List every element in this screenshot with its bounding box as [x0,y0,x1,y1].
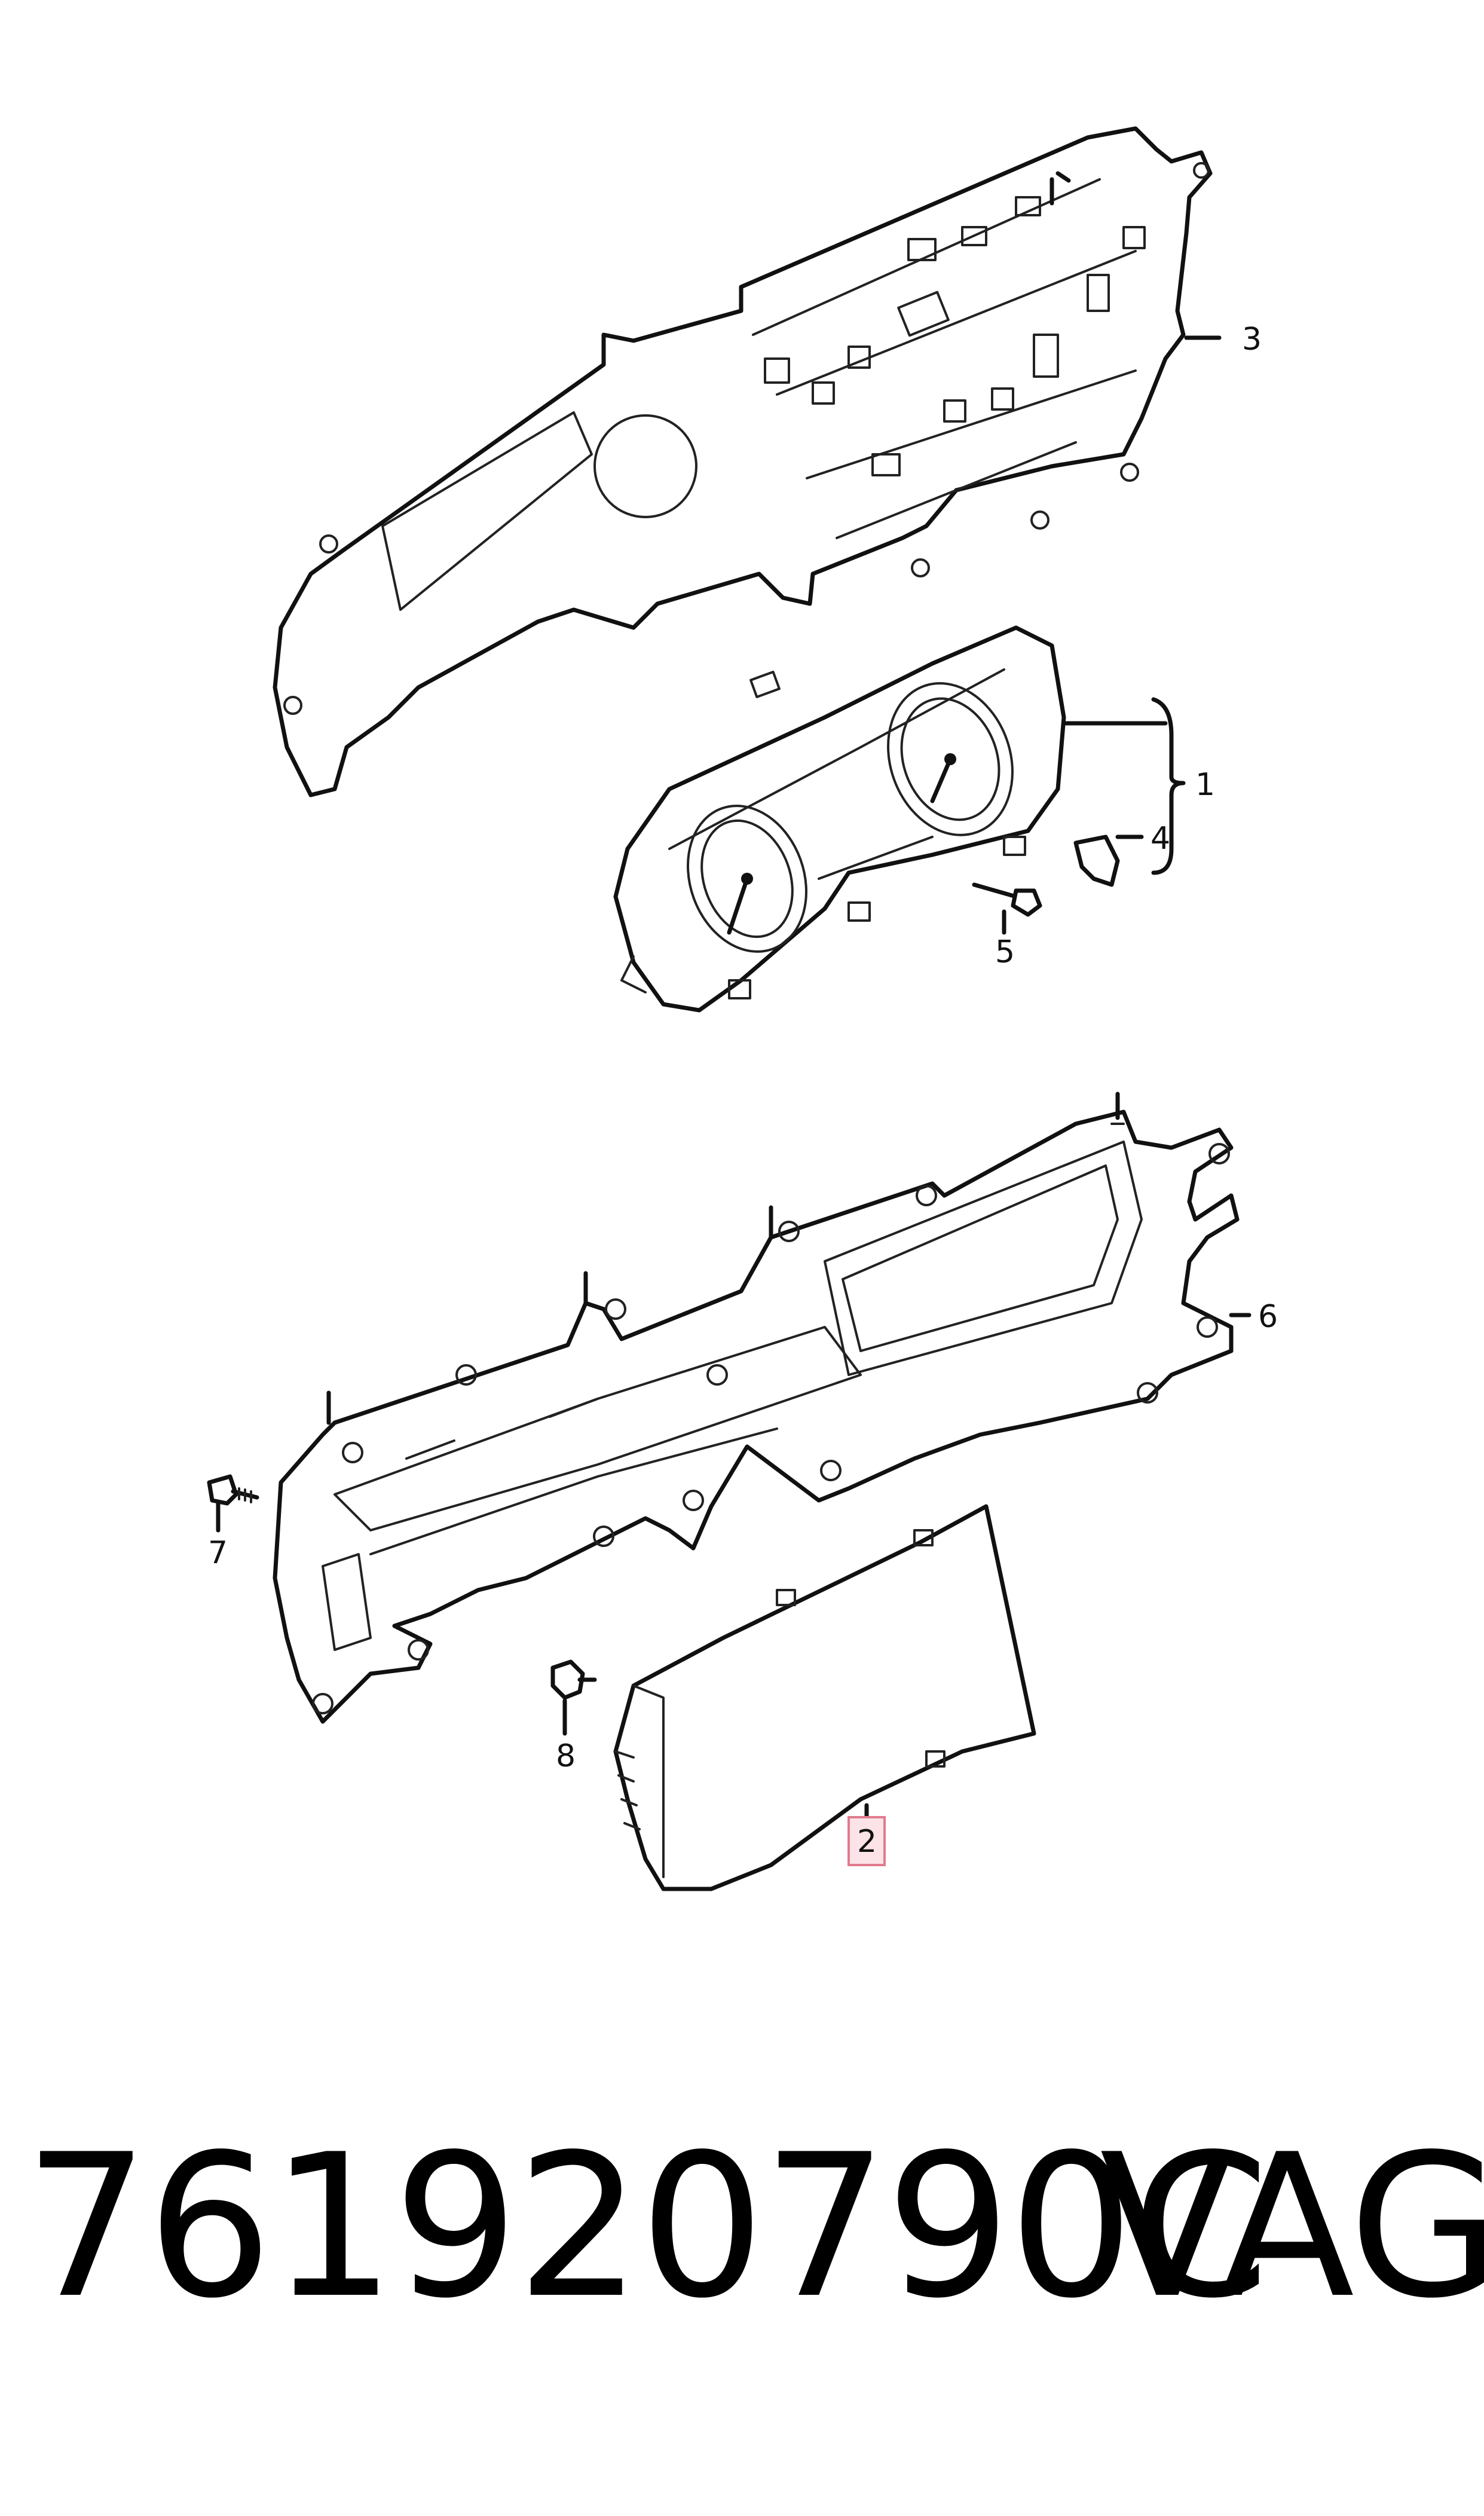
bolt-part-7 [207,1474,259,1506]
callout-4: 4 [1151,821,1170,857]
nut-part-8 [550,1659,597,1700]
callout-6: 6 [1258,1299,1278,1335]
callout-2: 2 [857,1824,877,1860]
leader-lines [216,335,1252,1820]
instrument-cluster [613,625,1066,1013]
callout-labels: 3 1 4 5 6 7 8 2 [208,322,1278,1866]
callout-5: 5 [995,934,1015,970]
carrier-frame-lower [273,1092,1240,1724]
display-module [613,1504,1036,1891]
callout-3: 3 [1242,322,1262,357]
callout-2-highlight [847,1816,886,1866]
footer: 761920790C VAG [24,2112,1484,2379]
callout-7: 7 [208,1535,228,1571]
carrier-frame-upper [273,126,1213,797]
clip-part-4 [1073,834,1120,887]
screw-part-5 [972,882,1042,917]
brand-name: VAG [1100,2112,1484,2341]
part-number: 761920790C [24,2112,1269,2341]
callout-1: 1 [1195,767,1215,803]
callout-8: 8 [556,1738,576,1774]
